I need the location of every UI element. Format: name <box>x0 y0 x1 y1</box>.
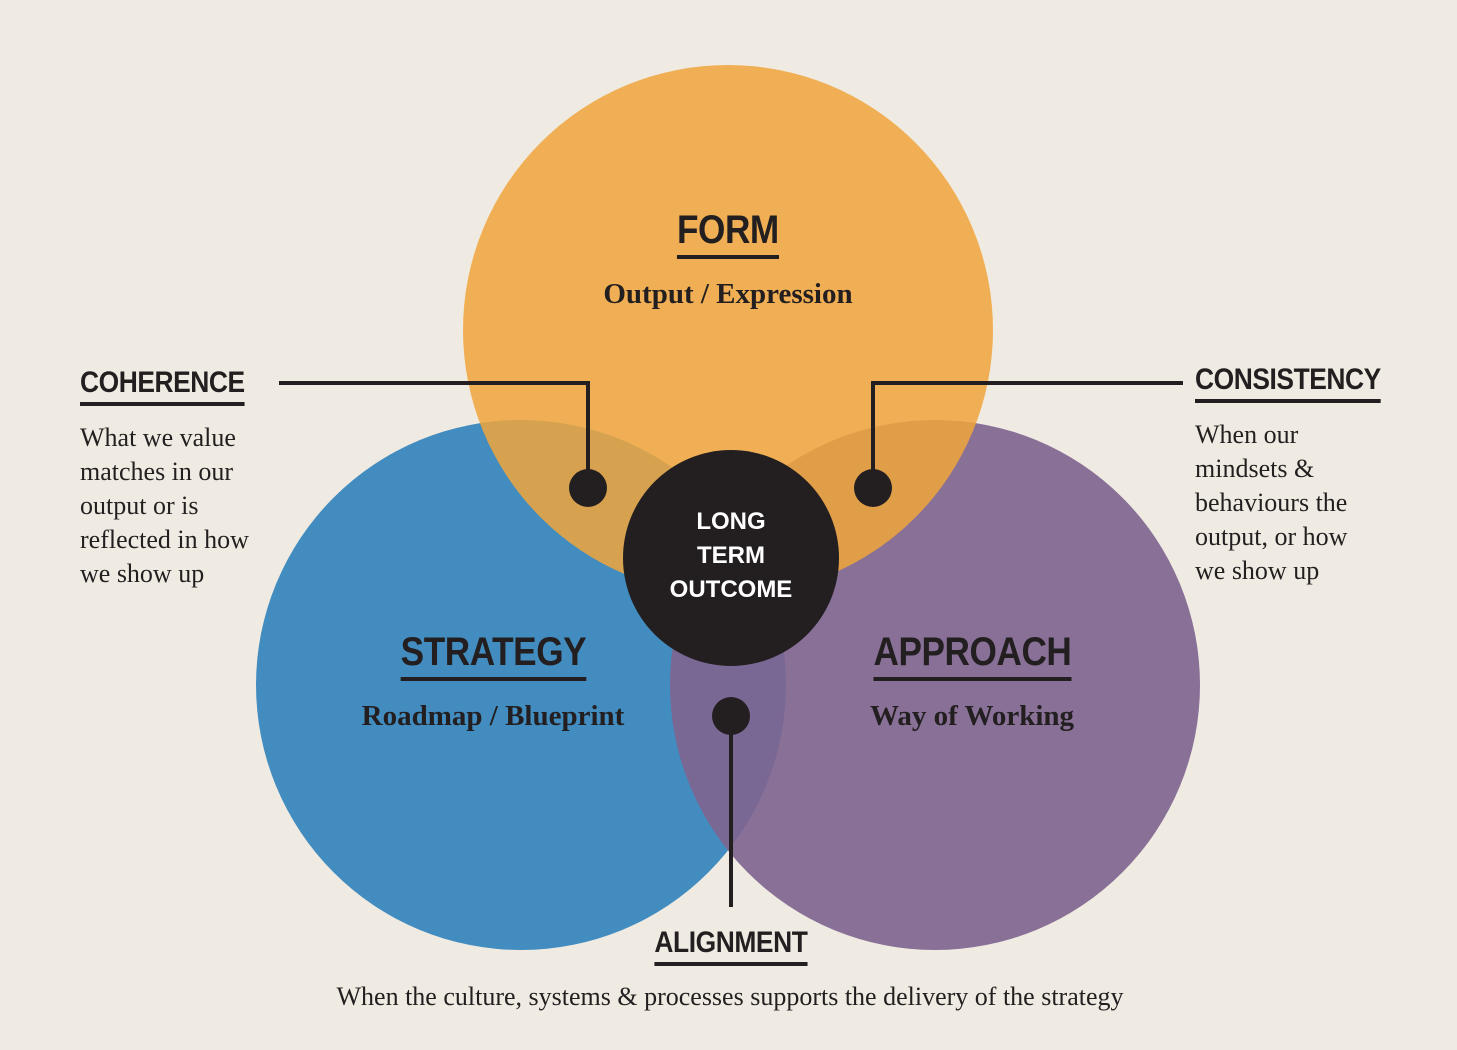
coherence-heading: COHERENCE <box>80 366 267 406</box>
alignment-heading: ALIGNMENT <box>631 926 831 966</box>
consistency-line: behaviours the <box>1195 488 1348 517</box>
alignment-dot <box>712 697 750 735</box>
consistency-line: output, or how <box>1195 522 1348 551</box>
strategy-title: STRATEGY <box>400 630 586 681</box>
alignment-title: ALIGNMENT <box>654 926 808 966</box>
consistency-line: When our <box>1195 420 1299 449</box>
coherence-dot <box>569 469 607 507</box>
approach-subtitle: Way of Working <box>869 700 1075 732</box>
consistency-description: When our mindsets & behaviours the outpu… <box>1195 418 1347 588</box>
center-line: TERM <box>697 542 765 569</box>
coherence-line: output or is <box>80 491 199 520</box>
coherence-line: reflected in how <box>80 525 249 554</box>
strategy-subtitle: Roadmap / Blueprint <box>361 700 625 732</box>
center-line: OUTCOME <box>669 576 793 603</box>
consistency-connector <box>871 381 1183 488</box>
center-line: LONG <box>696 508 766 535</box>
consistency-heading: CONSISTENCY <box>1195 363 1406 403</box>
coherence-line: matches in our <box>80 457 234 486</box>
coherence-description: What we value matches in our output or i… <box>80 421 249 591</box>
approach-label-group: APPROACH <box>772 630 1172 681</box>
form-label-group: FORM <box>528 208 928 259</box>
coherence-connector <box>279 381 590 488</box>
consistency-title: CONSISTENCY <box>1195 363 1381 403</box>
coherence-line: we show up <box>80 559 205 588</box>
coherence-line: What we value <box>80 423 236 452</box>
coherence-title: COHERENCE <box>80 366 245 406</box>
form-subtitle: Output / Expression <box>603 278 853 310</box>
center-outcome-circle <box>623 450 839 666</box>
consistency-dot <box>854 469 892 507</box>
center-outcome-label: LONG TERM OUTCOME <box>631 505 831 607</box>
form-title: FORM <box>677 208 779 259</box>
form-circle <box>463 65 993 595</box>
alignment-description: When the culture, systems & processes su… <box>336 982 1124 1011</box>
approach-title: APPROACH <box>873 630 1071 681</box>
strategy-label-group: STRATEGY <box>293 630 693 681</box>
consistency-line: mindsets & <box>1195 454 1315 483</box>
consistency-line: we show up <box>1195 556 1320 585</box>
